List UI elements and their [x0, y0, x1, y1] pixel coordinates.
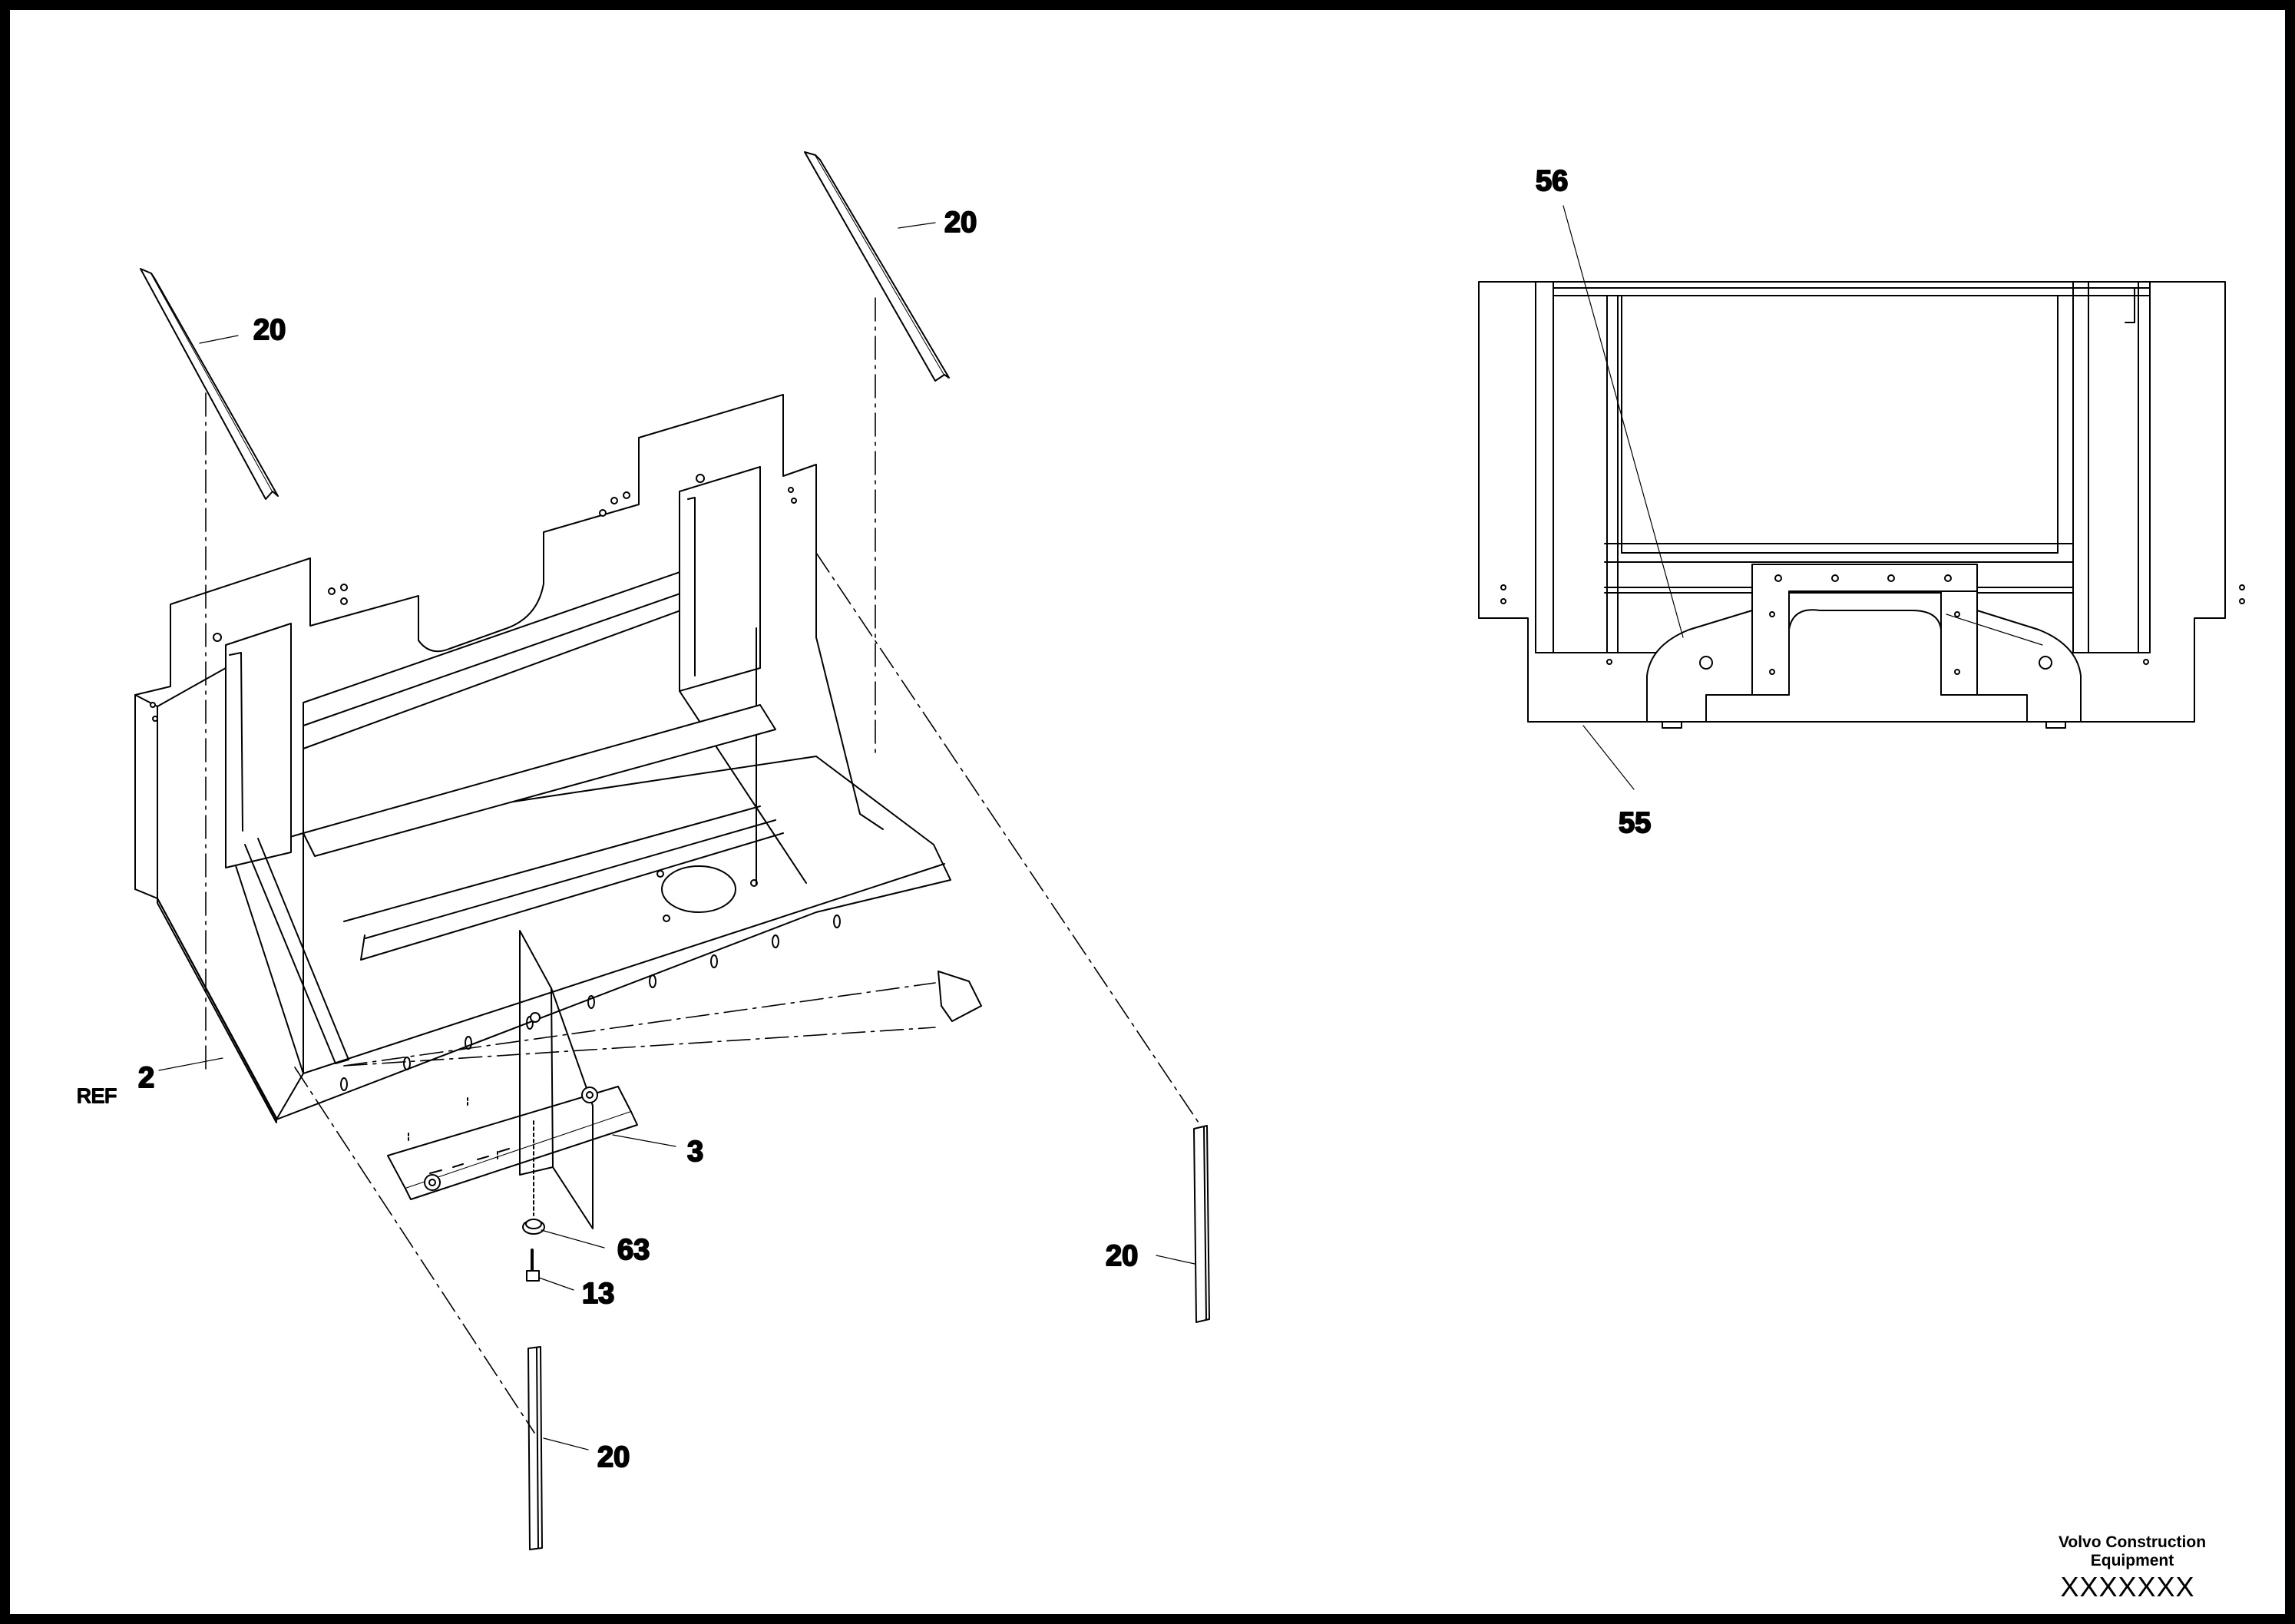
title-block-company: Volvo Construction Equipment	[2058, 1533, 2207, 1569]
detail-view-front	[1478, 281, 2245, 729]
callout-20-bottom: 20	[597, 1441, 630, 1474]
housing-part-2	[134, 394, 951, 1123]
callout-55: 55	[1619, 807, 1651, 839]
plate-part-3	[387, 1086, 638, 1200]
callout-20-right: 20	[1106, 1240, 1138, 1272]
callout-20-top-left: 20	[253, 314, 286, 346]
strip-part-20-top-right	[804, 151, 950, 382]
leader-lines	[158, 222, 1195, 1450]
callout-3: 3	[687, 1136, 703, 1168]
callout-56: 56	[1536, 165, 1568, 197]
title-block-drawing-number: XXXXXXX	[2060, 1571, 2195, 1603]
assembly-guide-lines	[205, 297, 1202, 1434]
callout-63: 63	[617, 1234, 650, 1266]
callout-13: 13	[582, 1278, 614, 1310]
fasteners	[408, 1012, 598, 1282]
bolt-holes	[150, 474, 797, 722]
strip-part-20-top-left	[140, 268, 279, 500]
strip-part-20-right	[1193, 1125, 1210, 1323]
front-rim-slots	[340, 915, 841, 1091]
bracket-vertical	[519, 930, 594, 1229]
callout-20-top-right: 20	[944, 207, 977, 239]
strip-part-20-bottom	[527, 1346, 543, 1550]
detail-leader-lines	[1563, 205, 2043, 790]
callout-2: 2	[138, 1062, 154, 1094]
ref-label: REF	[77, 1084, 117, 1107]
right-clip	[938, 971, 982, 1022]
